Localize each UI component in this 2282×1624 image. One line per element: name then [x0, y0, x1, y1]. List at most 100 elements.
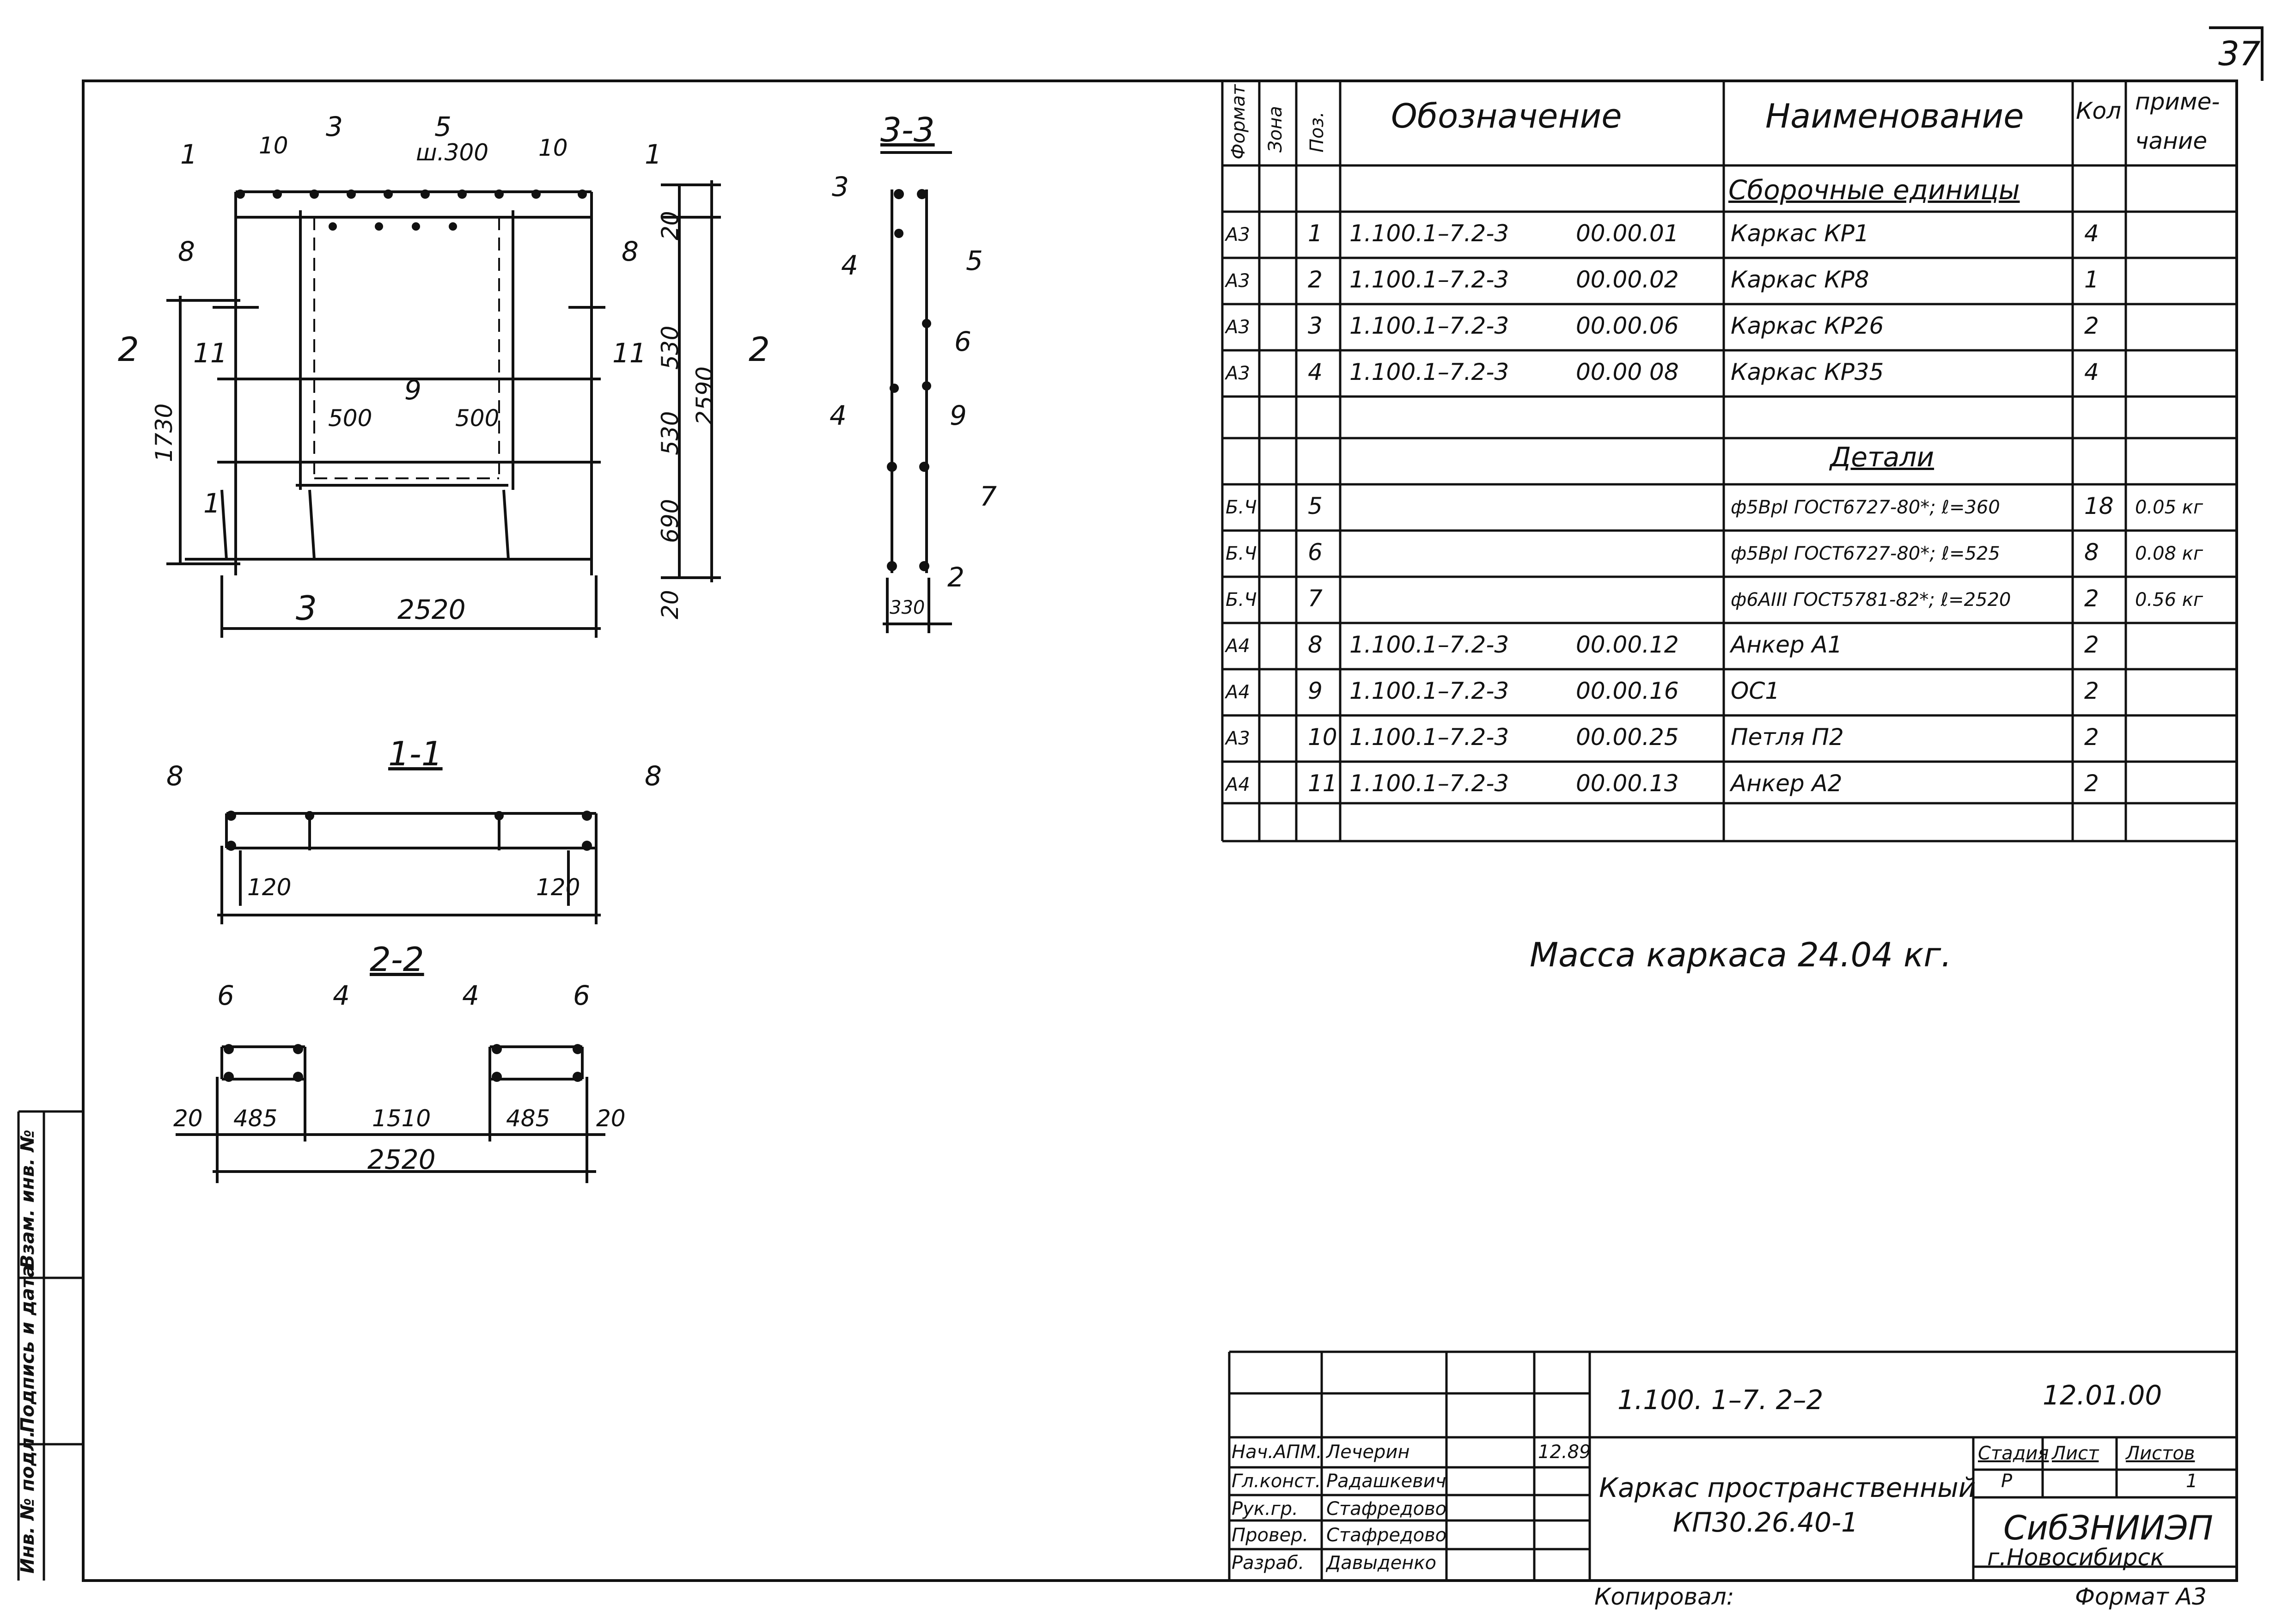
plan-callout-3: 3	[326, 111, 343, 142]
plan-callout-1b: 1	[645, 139, 662, 170]
s22-dim-20b: 20	[596, 1105, 626, 1132]
plan-view-linework	[166, 180, 721, 638]
spec-cell-name: Анкер А2	[1731, 770, 1843, 797]
col-name: Наименование	[1765, 97, 2024, 135]
spec-cell-name: Каркас КР26	[1731, 312, 1884, 339]
spec-cell-des: 1.100.1–7.2-3	[1349, 359, 1509, 385]
spec-cell-code: 00.00.25	[1576, 724, 1679, 751]
s22-dim-485b: 485	[506, 1105, 550, 1132]
plan-callout-10b: 10	[538, 134, 568, 161]
s33-label-3: 3	[832, 171, 849, 202]
col-format: Формат	[1228, 84, 1249, 159]
spec-cell-fmt: А3	[1226, 363, 1250, 384]
spec-cell-des: 1.100.1–7.2-3	[1349, 312, 1509, 339]
spec-cell-code: 00.00.06	[1576, 312, 1679, 339]
s33-label-5: 5	[966, 245, 983, 276]
s33-label-6: 6	[954, 326, 971, 357]
person-2: Стафредово	[1326, 1498, 1447, 1520]
spec-cell-name: Анкер А1	[1731, 631, 1843, 658]
person-1: Радашкевич	[1326, 1471, 1446, 1492]
spec-cell-pos: 7	[1308, 585, 1323, 612]
s33-label-4a: 4	[841, 250, 858, 281]
role-3: Провер.	[1232, 1525, 1309, 1546]
dim-2590: 2590	[691, 366, 718, 425]
plan-callout-11b: 11	[612, 337, 647, 369]
section-3-3-linework	[880, 151, 952, 633]
col-note-2: чание	[2135, 128, 2208, 154]
spec-cell-pos: 4	[1308, 359, 1323, 385]
spec-cell-qty: 2	[2084, 585, 2099, 612]
spec-cell-pos: 6	[1308, 539, 1323, 566]
s22-label-6b: 6	[573, 980, 590, 1011]
sheet-label: Лист	[2052, 1443, 2099, 1464]
spec-cell-pos: 1	[1308, 220, 1323, 247]
spec-cell-name: Петля П2	[1731, 724, 1844, 751]
plan-view-dots	[236, 189, 587, 231]
sheets-value: 1	[2186, 1471, 2198, 1492]
s22-dim-1510: 1510	[372, 1105, 431, 1132]
section-3-3-title: 3-3	[880, 110, 935, 149]
spec-cell-fmt: Б.Ч	[1226, 497, 1257, 518]
spec-cell-qty: 4	[2084, 359, 2099, 385]
dim-2520: 2520	[397, 594, 466, 625]
section-2-2-linework	[176, 1045, 605, 1183]
title-line1: Каркас пространственный	[1599, 1472, 1976, 1503]
dim-530b: 530	[657, 411, 683, 455]
spec-cell-qty: 2	[2084, 678, 2099, 704]
dim-20a: 20	[657, 211, 683, 240]
spec-cell-qty: 2	[2084, 312, 2099, 339]
spec-cell-qty: 2	[2084, 631, 2099, 658]
sheet-number: 37	[2218, 34, 2261, 73]
title-block-grid	[1228, 1350, 2237, 1581]
col-zone: Зона	[1265, 106, 1286, 153]
spec-cell-name: ф6АIII ГОСТ5781-82*; ℓ=2520	[1731, 589, 2011, 611]
role-4: Разраб.	[1232, 1552, 1305, 1574]
person-3: Стафредово	[1326, 1525, 1447, 1546]
person-4: Давыденко	[1326, 1552, 1436, 1574]
plan-callout-8a: 8	[178, 236, 195, 267]
spec-cell-name: Каркас КР35	[1731, 359, 1884, 385]
role-0: Нач.АПМ.	[1232, 1441, 1322, 1463]
plan-callout-9: 9	[404, 374, 421, 406]
col-note-1: приме-	[2135, 88, 2220, 115]
spec-cell-fmt: А4	[1226, 635, 1250, 657]
s33-label-4b: 4	[830, 400, 847, 431]
s33-label-2: 2	[947, 562, 964, 593]
stamp-sign-date: Подпись и дата	[17, 1264, 38, 1433]
s22-label-4b: 4	[462, 980, 479, 1011]
spec-cell-qty: 18	[2084, 493, 2114, 519]
plan-callout-2b: 2	[749, 330, 770, 369]
spec-cell-fmt: А4	[1226, 682, 1250, 703]
spec-cell-pos: 2	[1308, 266, 1323, 293]
plan-callout-5: 5	[434, 111, 452, 142]
role-1: Гл.конст.	[1232, 1471, 1321, 1492]
s22-dim-485a: 485	[233, 1105, 278, 1132]
spec-cell-fmt: А3	[1226, 270, 1250, 292]
spec-cell-note: 0.56 кг	[2135, 589, 2203, 611]
spec-cell-note: 0.08 кг	[2135, 543, 2203, 564]
spec-cell-fmt: А4	[1226, 774, 1250, 795]
plan-callout-spacing: ш.300	[416, 139, 489, 166]
spec-cell-des: 1.100.1–7.2-3	[1349, 266, 1509, 293]
spec-table-grid	[1221, 81, 2237, 843]
spec-cell-pos: 8	[1308, 631, 1323, 658]
spec-cell-pos: 5	[1308, 493, 1323, 519]
dim-690: 690	[657, 499, 683, 543]
sign-date: 12.89	[1538, 1441, 1591, 1463]
spec-cell-name: ОС1	[1731, 678, 1780, 704]
section-1-1-linework	[217, 811, 601, 924]
sheets-label: Листов	[2126, 1443, 2195, 1464]
org-line2: г.Новосибирск	[1987, 1544, 2165, 1571]
s11-dim-120a: 120	[247, 874, 292, 901]
spec-cell-qty: 1	[2084, 266, 2099, 293]
doc-date: 12.01.00	[2043, 1380, 2162, 1411]
spec-cell-fmt: А3	[1226, 728, 1250, 749]
s11-label-8a: 8	[166, 760, 183, 792]
section-2-2-title: 2-2	[370, 940, 424, 979]
dim-1730: 1730	[151, 403, 177, 462]
plan-callout-10a: 10	[259, 132, 288, 159]
plan-callout-500b: 500	[455, 405, 500, 432]
spec-cell-fmt: А3	[1226, 317, 1250, 338]
spec-cell-code: 00.00 08	[1576, 359, 1679, 385]
